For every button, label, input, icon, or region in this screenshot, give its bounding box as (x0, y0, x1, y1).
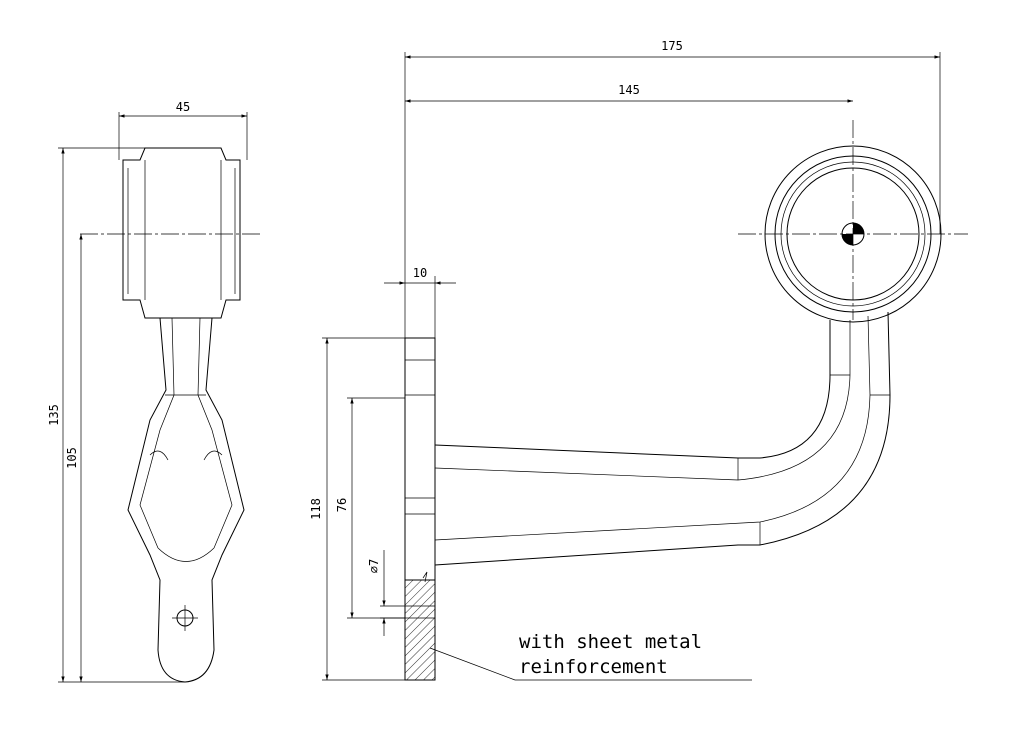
dim-center-height: 105 (65, 447, 79, 469)
note-line-2: reinforcement (519, 656, 668, 678)
side-stem-inner (139, 317, 233, 549)
dim-plate-height: 118 (309, 498, 323, 520)
dim-center-distance: 145 (618, 83, 640, 97)
side-view: 45 135 105 (47, 100, 262, 683)
dim-total-height: 135 (47, 404, 61, 426)
dim-plate-thickness: 10 (413, 266, 427, 280)
note-line-1: with sheet metal (519, 631, 702, 653)
dim-hole-spacing: 76 (335, 498, 349, 512)
side-stem (127, 317, 245, 683)
arm-inner-2 (434, 315, 871, 541)
dim-hole-diameter: ⌀7 (367, 559, 381, 573)
side-stem-details (149, 394, 223, 562)
front-view: 175 145 10 118 76 ⌀7 with sheet metal re… (309, 39, 968, 681)
side-lamp-ribs (127, 160, 236, 300)
arm-lower-edge (434, 311, 891, 566)
plate-section-hatch (404, 579, 436, 681)
dim-overall-length: 175 (661, 39, 683, 53)
dim-width-top: 45 (176, 100, 190, 114)
arm-upper-edge (434, 320, 831, 459)
side-lamp-head (122, 147, 241, 319)
mounting-plate (404, 337, 436, 581)
arm-inner-1 (434, 320, 851, 481)
note-leader (429, 647, 516, 681)
